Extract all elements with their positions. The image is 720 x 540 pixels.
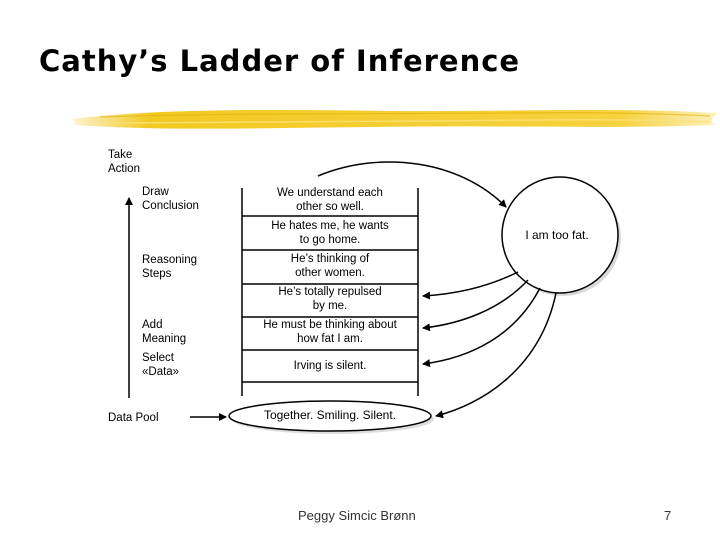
reflexive-loop-arrows	[422, 271, 557, 419]
label-take-action: Take Action	[108, 149, 140, 175]
label-data-pool: Data Pool	[108, 412, 159, 424]
rung-text: He must be thinking about how fat I am.	[263, 319, 397, 345]
rung-text: Irving is silent.	[293, 360, 367, 372]
ladder-rungs	[242, 215, 418, 383]
page-number: 7	[664, 508, 672, 523]
footer-presenter: Peggy Simcic Brønn	[298, 508, 416, 523]
slide-title: Cathy’s Ladder of Inference	[39, 44, 521, 78]
data-pool-text: Together. Smiling. Silent.	[263, 408, 397, 422]
label-select-data: Select «Data»	[142, 352, 180, 378]
yellow-brush-stroke	[72, 109, 718, 129]
rung-text: We understand each other so well.	[277, 187, 383, 213]
label-draw-conclusion: Draw Conclusion	[142, 186, 199, 212]
circle-text: I am too fat.	[525, 228, 589, 242]
rung-text: He’s thinking of other women.	[290, 253, 370, 279]
belief-circle	[501, 176, 619, 294]
action-arrow	[317, 161, 507, 208]
label-reasoning-steps: Reasoning Steps	[142, 254, 197, 280]
data-pool-ellipse	[228, 400, 432, 432]
label-add-meaning: Add Meaning	[142, 319, 187, 345]
rung-text: He’s totally repulsed by me.	[278, 286, 382, 312]
rung-text: He hates me, he wants to go home.	[271, 220, 389, 246]
